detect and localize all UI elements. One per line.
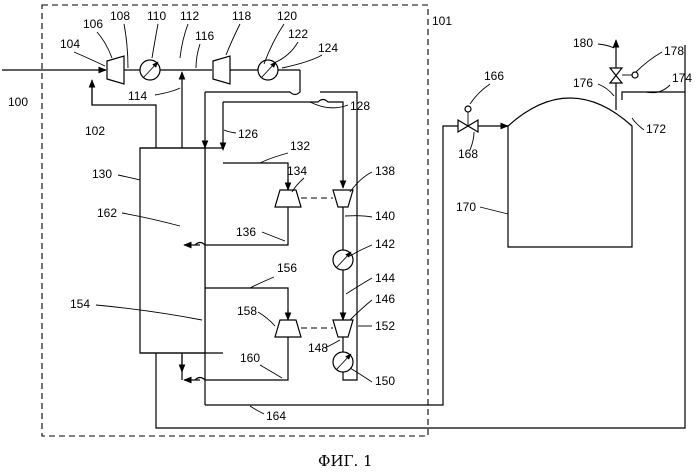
label-122: 122 [288,27,308,41]
label-156: 156 [277,261,297,275]
label-108: 108 [110,9,130,23]
compressor-146 [333,320,353,337]
compressor-118 [213,56,230,84]
label-154: 154 [70,297,90,311]
label-124: 124 [318,41,338,55]
label-180: 180 [573,36,593,50]
label-164: 164 [266,409,286,423]
expander-134 [275,190,301,207]
label-144: 144 [375,271,395,285]
label-150: 150 [375,374,395,388]
label-114: 114 [128,89,147,103]
label-112: 112 [180,9,199,23]
label-118: 118 [232,9,251,23]
heat-exchanger-130 [140,148,205,353]
label-101: 101 [432,14,452,28]
label-120: 120 [277,9,297,23]
label-172: 172 [646,122,666,136]
label-160: 160 [240,351,260,365]
label-102: 102 [85,124,105,138]
figure-caption: ФИГ. 1 [318,452,373,470]
label-100: 100 [8,95,28,109]
compressor-106 [107,56,124,84]
label-178: 178 [664,44,684,58]
label-142: 142 [375,237,395,251]
label-106: 106 [83,17,103,31]
label-134: 134 [287,164,307,178]
valve-178 [610,68,622,83]
label-128: 128 [350,99,370,113]
label-152: 152 [375,319,395,333]
label-168: 168 [458,147,478,161]
label-170: 170 [456,200,476,214]
label-126: 126 [238,127,258,141]
label-166: 166 [484,69,504,83]
compressor-138 [333,190,353,207]
expander-158 [275,320,301,337]
label-110: 110 [147,9,166,23]
label-138: 138 [375,164,395,178]
label-174: 174 [672,71,692,85]
label-130: 130 [92,167,112,181]
label-162: 162 [97,206,117,220]
storage-tank-170 [508,98,632,247]
label-136: 136 [236,225,256,239]
label-158: 158 [237,304,257,318]
label-176: 176 [573,76,593,90]
label-146: 146 [375,292,395,306]
label-116: 116 [195,29,214,43]
label-132: 132 [290,139,310,153]
label-104: 104 [60,37,80,51]
label-140: 140 [375,209,395,223]
